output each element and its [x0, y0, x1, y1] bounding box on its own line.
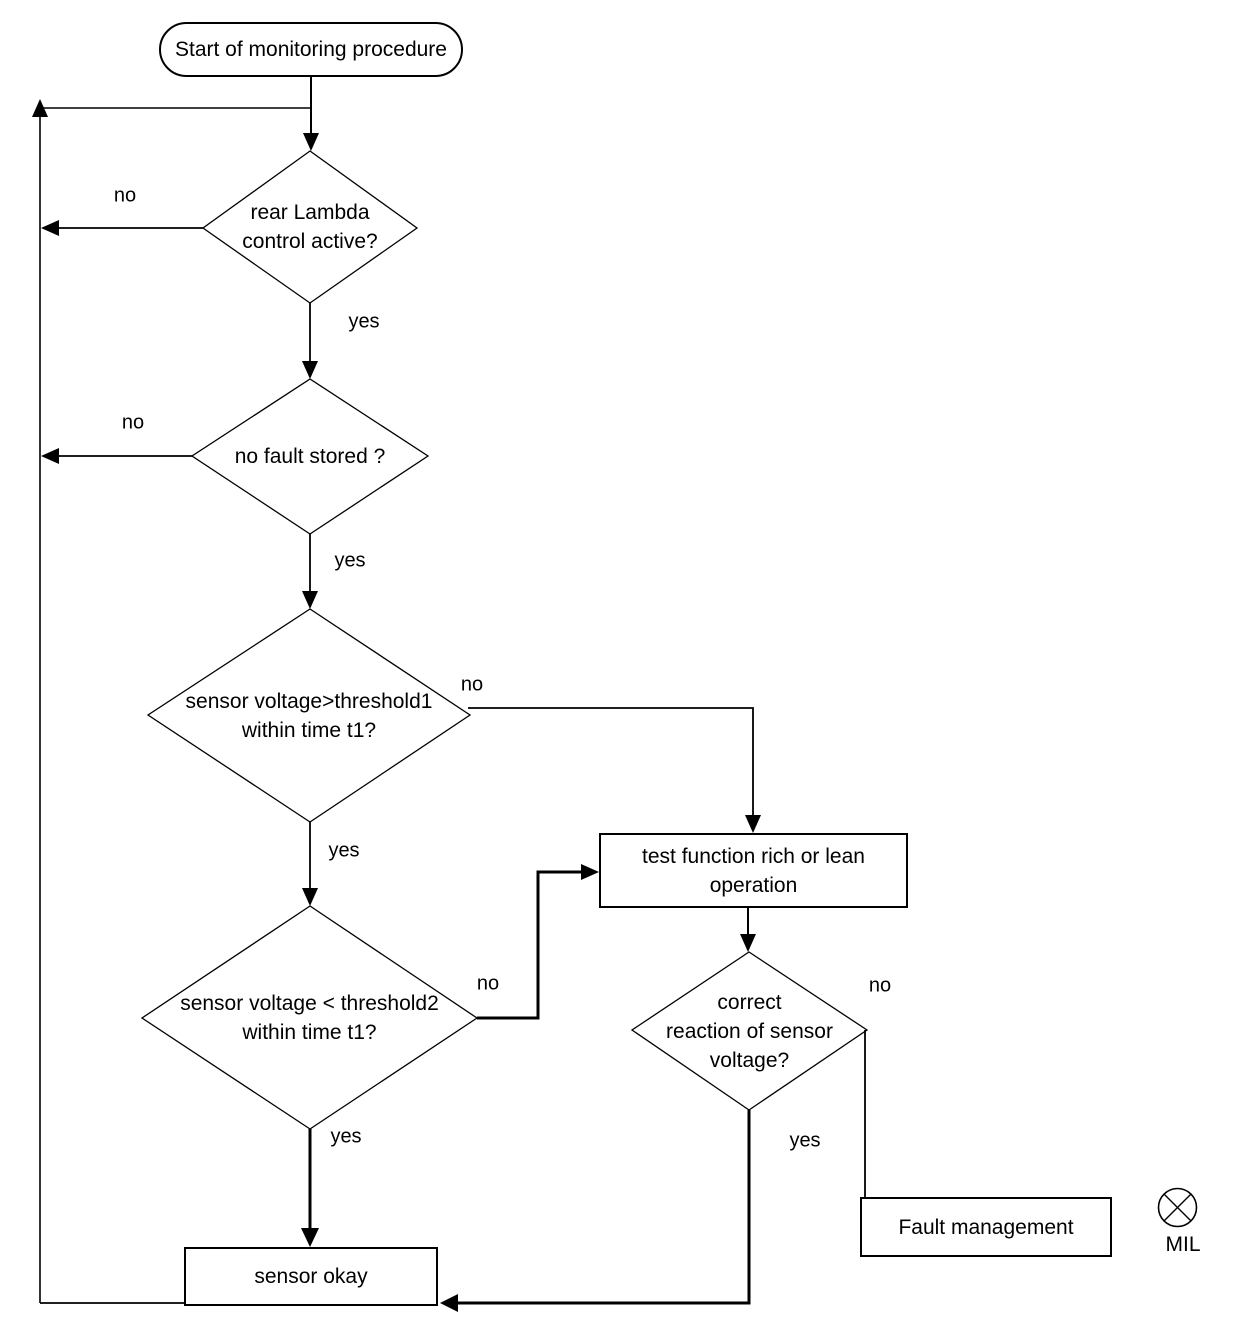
arrowhead-rear-lambda-no [41, 220, 59, 236]
arrowhead-into-testfunction-top [745, 815, 761, 833]
decision-no-fault-diamond [190, 378, 430, 535]
arrowhead-into-sensor-okay-top [301, 1228, 319, 1247]
start-node-label: Start of monitoring procedure [175, 38, 447, 61]
arrowhead-into-reaction [740, 934, 756, 952]
arrowhead-no-fault-no [41, 448, 59, 464]
edge-label-threshold2-yes: yes [330, 1125, 362, 1148]
start-node: Start of monitoring procedure [159, 22, 463, 77]
decision-threshold1-diamond [146, 608, 472, 823]
arrowhead-into-testfunction-left [581, 864, 599, 880]
arrowhead-loop-up [32, 99, 48, 117]
decision-threshold2-diamond [140, 905, 479, 1130]
edge-label-threshold2-no: no [476, 972, 500, 995]
edge-label-rear-lambda-no: no [113, 184, 137, 207]
edge-label-reaction-no: no [868, 974, 892, 997]
edge-threshold2-no-line [477, 870, 582, 1020]
edge-label-rear-lambda-yes: yes [348, 310, 380, 333]
arrowhead-into-threshold2 [302, 888, 318, 906]
edge-label-no-fault-no: no [121, 411, 145, 434]
process-test-function-label: test function rich or lean operation [642, 844, 865, 897]
edge-label-no-fault-yes: yes [334, 549, 366, 572]
edge-threshold1-no-line [468, 707, 754, 816]
process-sensor-okay: sensor okay [184, 1247, 438, 1306]
edge-label-reaction-yes: yes [789, 1129, 821, 1152]
edge-label-threshold1-no: no [460, 673, 484, 696]
edge-label-threshold1-yes: yes [328, 839, 360, 862]
edge-reaction-yes-line [457, 1110, 751, 1305]
mil-lamp-icon [1157, 1187, 1198, 1228]
arrowhead-into-threshold1 [302, 591, 318, 609]
arrowhead-into-sensor-okay-right [440, 1294, 458, 1312]
decision-reaction-diamond [630, 951, 869, 1111]
mil-lamp-label: MIL [1165, 1233, 1201, 1256]
process-sensor-okay-label: sensor okay [254, 1265, 368, 1288]
process-test-function: test function rich or lean operation [599, 833, 908, 908]
decision-rear-lambda-diamond [201, 150, 419, 304]
process-fault-management-label: Fault management [898, 1215, 1074, 1239]
arrowhead-into-rear-lambda [303, 133, 319, 151]
arrowhead-into-no-fault [302, 361, 318, 379]
process-fault-management: Fault management [860, 1197, 1112, 1257]
